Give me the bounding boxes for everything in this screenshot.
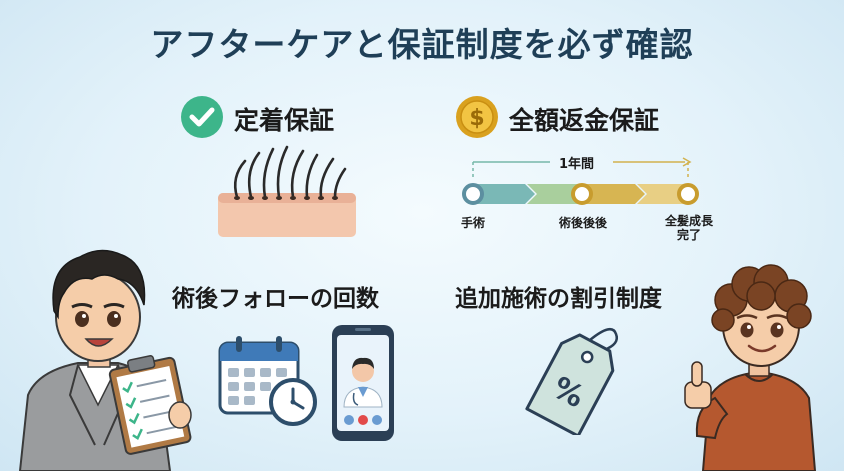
timeline-point-label: 全髪成長 完了 — [664, 214, 713, 242]
refund-section: $ 全額返金保証 — [455, 95, 695, 145]
timeline-graphic — [462, 157, 699, 205]
man-with-clipboard-illustration — [18, 249, 192, 471]
svg-text:$: $ — [469, 106, 484, 131]
scalp-hair-illustration — [218, 145, 356, 237]
check-circle-icon — [181, 96, 223, 138]
followup-label: 術後フォローの回数 — [172, 286, 379, 312]
dollar-coin-icon: $ — [456, 96, 498, 138]
clock-icon — [269, 378, 317, 426]
fixation-section: 定着保証 — [180, 95, 380, 245]
percent-price-tag-icon: % — [525, 327, 618, 435]
fixation-label: 定着保証 — [234, 106, 335, 135]
man-thumbs-up-illustration — [684, 264, 817, 471]
smartphone-doctor-icon — [332, 325, 394, 441]
timeline-point-label: 手術 — [460, 216, 485, 230]
discount-label: 追加施術の割引制度 — [455, 286, 662, 312]
timeline-period-label: 1年間 — [559, 157, 595, 172]
page-title: アフターケアと保証制度を必ず確認 — [150, 25, 694, 64]
refund-label: 全額返金保証 — [509, 106, 660, 135]
timeline: 1年間 手術 術後後後 全髪成長 完了 — [455, 148, 725, 248]
timeline-point-label: 術後後後 — [558, 216, 607, 230]
